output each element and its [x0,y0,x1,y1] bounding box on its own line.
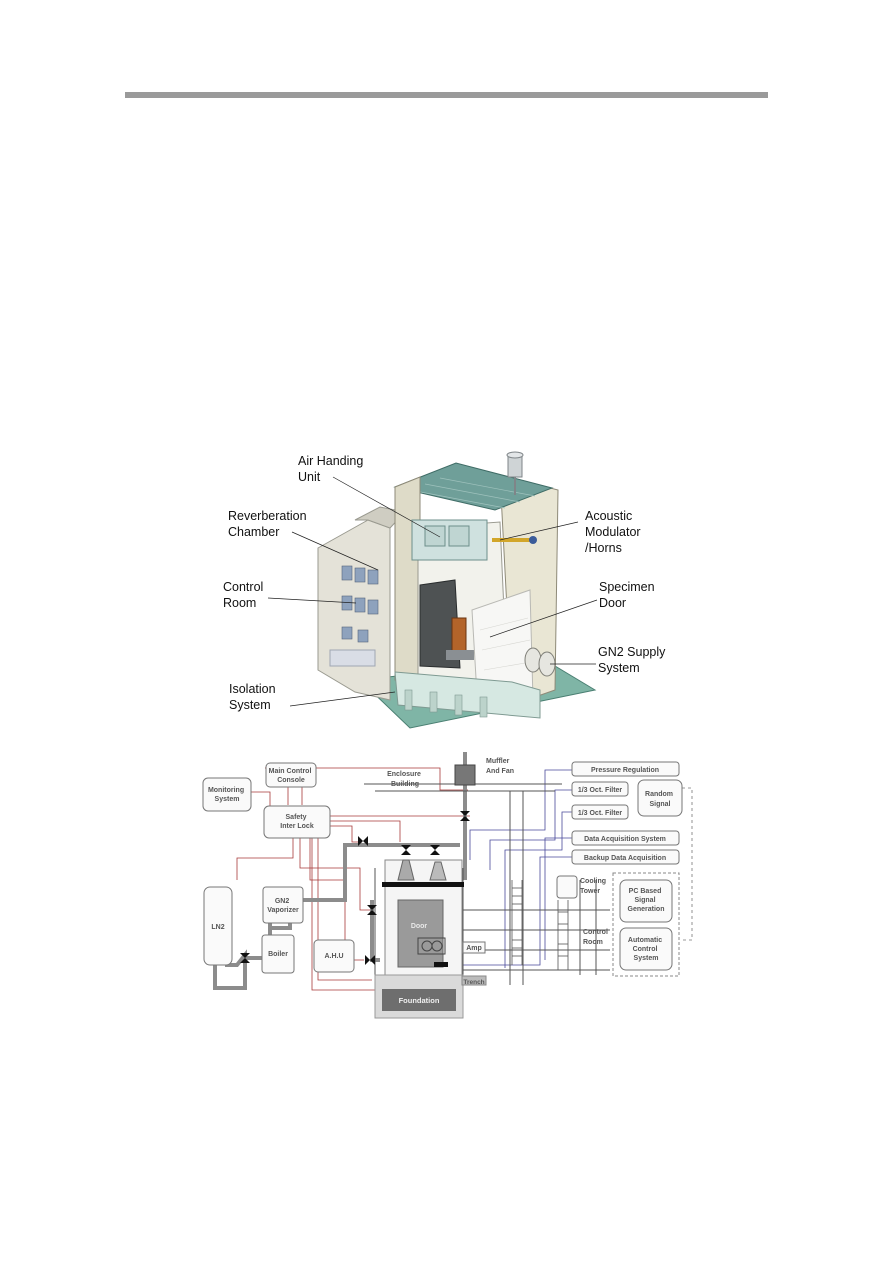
chamber-roof-plate [382,882,464,887]
callout-air-handling-unit: Air Handing Unit [298,454,364,484]
control-wiring-red [236,767,470,991]
data-acquisition-box [571,830,680,846]
label-backup-data-acquisition: Backup Data Acquisition [584,855,666,862]
ln2-tank [203,886,233,966]
building-roof [393,462,554,511]
pressure-regulation-box [571,761,680,777]
label-data-acquisition: Data Acquisition System [584,836,666,843]
automation-group [612,872,680,977]
label-cooling-tower: Cooling Tower [580,878,608,895]
label-door: Door [411,923,428,930]
data-wiring-blue [462,769,572,968]
foundation-block [382,989,456,1011]
label-monitoring-system: Monitoring System [208,787,246,803]
oct-filter-2-box [571,804,629,820]
pc-signal-generation-box [619,879,673,923]
label-boiler: Boiler [268,951,288,958]
label-main-control-console: Main Control Console [269,768,314,784]
automatic-control-box [619,927,673,971]
label-pressure-regulation: Pressure Regulation [591,767,659,774]
callout-specimen-door: Specimen Door [599,580,655,610]
muffler-box [454,764,476,786]
label-oct-filter-2: 1/3 Oct. Filter [578,810,623,817]
label-ahu: A.H.U [324,953,343,960]
label-safety-interlock: Safety Inter Lock [280,814,314,830]
label-ln2: LN2 [211,924,224,931]
label-random-signal: Random Signal [645,791,675,808]
label-amp: Amp [466,945,482,952]
label-automatic-control: Automatic Control System [628,937,664,962]
label-gn2-vaporizer: GN2 Vaporizer [267,898,299,914]
trench [461,975,487,986]
callout-control-room: Control Room [223,580,264,610]
horn-right [429,861,447,881]
ahu-box [313,939,355,973]
control-room-racks [341,565,379,643]
dashed-feedback-line [682,787,693,941]
main-control-console-box [265,762,317,788]
label-control-room: Control Room [583,929,610,946]
callout-gn2-supply: GN2 Supply System [598,645,666,675]
horn-left [397,859,415,881]
amp-box [462,941,486,954]
monitoring-system-box [202,777,252,812]
ladders [511,880,569,970]
door-panel [397,899,444,968]
label-foundation: Foundation [399,996,440,1005]
label-enclosure-building: Enclosure Building [387,771,423,788]
label-oct-filter-1: 1/3 Oct. Filter [578,787,623,794]
boiler [261,934,295,974]
label-trench: Trench [463,979,484,986]
cooling-tower-unit [556,875,578,899]
callout-acoustic-modulator: Acoustic Modulator /Horns [585,509,641,555]
random-signal-box [637,779,683,817]
header-rule [125,92,768,98]
safety-interlock-box [263,805,331,839]
gn2-vaporizer [262,886,304,924]
callout-isolation-system: Isolation System [229,682,276,712]
callout-reverberation-chamber: Reverberation Chamber [228,509,307,539]
backup-data-acquisition-box [571,849,680,865]
valves [240,811,470,965]
oct-filter-1-box [571,781,629,797]
label-muffler-fan: Muffler And Fan [486,758,514,775]
callout-leaders [267,476,598,707]
label-pc-signal-generation: PC Based Signal Generation [628,888,665,913]
